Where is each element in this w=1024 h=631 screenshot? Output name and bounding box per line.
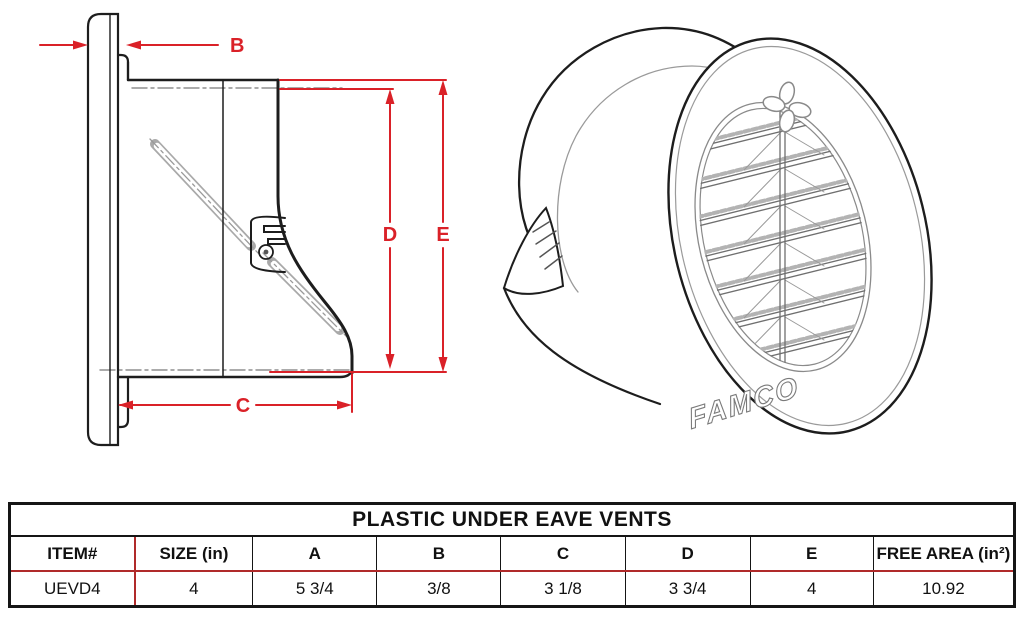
cell-c: 3 1/8	[500, 570, 626, 607]
spec-table: PLASTIC UNDER EAVE VENTS ITEM# SIZE (in)…	[8, 502, 1016, 608]
dimension-e-label: E	[436, 224, 449, 246]
table-title-row: PLASTIC UNDER EAVE VENTS	[9, 503, 1015, 537]
dimension-lines	[39, 40, 448, 413]
table-row: UEVD4 4 5 3/4 3/8 3 1/8 3 3/4 4 10.92	[8, 570, 1016, 607]
dimension-b-label: B	[230, 35, 244, 57]
isometric-view: FAMCO	[502, 26, 933, 436]
dimension-d-label: D	[383, 224, 397, 246]
technical-drawing: B D E C	[39, 12, 933, 447]
cell-size: 4	[134, 570, 254, 607]
cell-item: UEVD4	[8, 570, 136, 607]
flap-emblem-icon	[532, 221, 563, 270]
header-free-area: FREE AREA (in²)	[872, 535, 1016, 572]
dimension-c-label: C	[236, 395, 250, 417]
header-d: D	[624, 535, 751, 572]
header-size: SIZE (in)	[134, 535, 254, 572]
vent-flange-outline	[86, 12, 130, 447]
header-a: A	[252, 535, 378, 572]
latch-clip	[250, 215, 286, 273]
vent-face-rim	[667, 37, 933, 435]
side-view: B D E C	[39, 12, 450, 447]
cell-b: 3/8	[376, 570, 502, 607]
cell-e: 4	[749, 570, 874, 607]
center-spine	[779, 94, 786, 381]
header-item: ITEM#	[8, 535, 136, 572]
cell-free-area: 10.92	[872, 570, 1016, 607]
header-b: B	[376, 535, 502, 572]
header-c: C	[500, 535, 626, 572]
louver-supports	[743, 131, 825, 356]
cell-d: 3 3/4	[624, 570, 751, 607]
centerlines	[99, 87, 351, 371]
phantom-louver-blades	[149, 138, 349, 339]
mounting-flap	[502, 206, 565, 295]
fan-icon	[762, 81, 812, 133]
table-title: PLASTIC UNDER EAVE VENTS	[9, 503, 1015, 537]
header-e: E	[749, 535, 874, 572]
table-header-row: ITEM# SIZE (in) A B C D E FREE AREA (in²…	[8, 535, 1016, 572]
cell-a: 5 3/4	[252, 570, 378, 607]
